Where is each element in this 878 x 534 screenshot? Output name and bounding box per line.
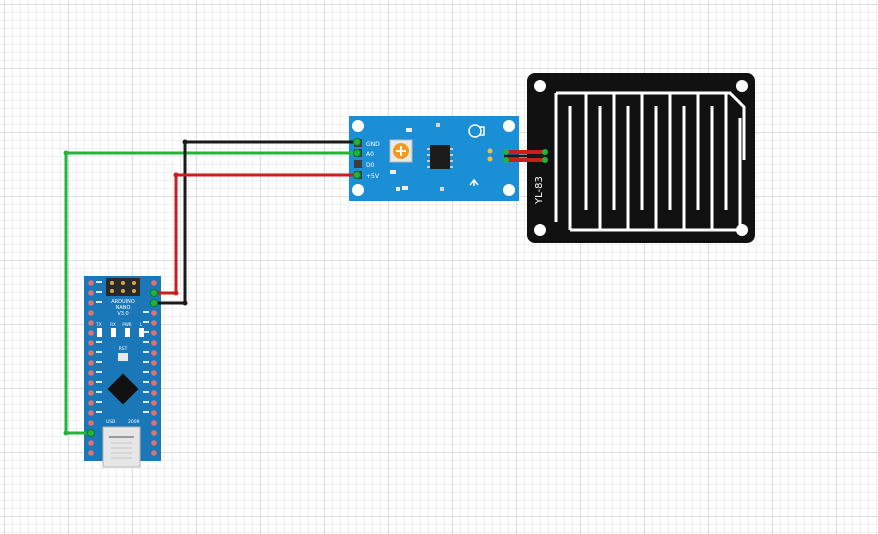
mount-hole-icon — [503, 184, 515, 196]
logo-icon — [469, 178, 479, 186]
mount-hole-icon — [503, 120, 515, 132]
comparator-chip-icon — [427, 145, 453, 169]
nano-pin-labels — [96, 281, 149, 413]
led-label-tx: TX — [95, 322, 101, 327]
ce-logo-icon — [468, 124, 485, 138]
mcu-chip-icon — [107, 373, 139, 405]
usb-label: USB — [106, 419, 115, 425]
pin-label-gnd: GND — [366, 141, 380, 148]
sensor-module-board[interactable]: GND A0 D0 +5V — [349, 116, 519, 201]
nano-leds — [97, 328, 144, 337]
nano-silk-2: NANO — [116, 305, 131, 311]
pin-label-a0: A0 — [366, 151, 374, 158]
nano-right-pins — [151, 280, 157, 456]
led-label-l: L — [140, 322, 143, 327]
smd-resistor-icon — [402, 186, 408, 190]
smd-led-icon — [396, 187, 400, 191]
usb-connector-icon[interactable] — [102, 426, 141, 468]
smd-led-icon — [440, 187, 444, 191]
smd-led-icon — [436, 123, 440, 127]
led-label-pwr: PWR — [122, 322, 131, 327]
mount-hole-icon — [534, 80, 546, 92]
mount-hole-icon — [352, 184, 364, 196]
mount-hole-icon — [352, 120, 364, 132]
nano-silk-1: ARDUINO — [111, 299, 135, 305]
potentiometer-icon[interactable] — [389, 139, 413, 163]
black-wire[interactable] — [150, 139, 358, 307]
reset-button[interactable] — [118, 353, 128, 361]
year-label: 2009 — [128, 419, 140, 425]
green-wire[interactable] — [63, 150, 358, 437]
pad-icon — [487, 156, 493, 162]
rain-sensor-plate[interactable]: YL-83 — [527, 73, 755, 243]
probe-wires[interactable] — [503, 149, 548, 163]
led-label-rx: RX — [110, 322, 116, 327]
mount-hole-icon — [534, 224, 546, 236]
nano-left-pins — [88, 280, 94, 456]
smd-resistor-icon — [406, 128, 412, 132]
sensor-label: YL-83 — [534, 176, 545, 205]
pin-label-d0: D0 — [366, 162, 375, 169]
module-pin-endpoints — [353, 138, 361, 179]
pin-label-5v: +5V — [366, 173, 380, 180]
arduino-nano-board[interactable]: ARDUINO NANO V3.0 TX RX PWR L RST USB 20… — [84, 276, 161, 468]
nano-silk-3: V3.0 — [117, 311, 128, 317]
smd-resistor-icon — [390, 170, 396, 174]
red-wire[interactable] — [150, 172, 358, 297]
sensor-traces — [554, 91, 746, 232]
icsp-header — [106, 278, 140, 296]
pad-icon — [487, 148, 493, 154]
rst-label: RST — [119, 346, 128, 352]
mount-hole-icon — [736, 80, 748, 92]
